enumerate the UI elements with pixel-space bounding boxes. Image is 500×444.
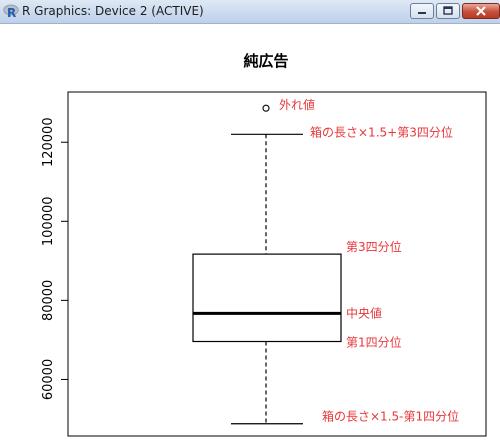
annotation-whisker-low: 箱の長さ×1.5-第1四分位 xyxy=(322,409,459,424)
annotation-q1: 第1四分位 xyxy=(346,334,402,349)
minimize-button[interactable] xyxy=(410,3,434,19)
minimize-icon xyxy=(418,12,426,14)
close-icon xyxy=(476,6,486,16)
chart-title: 純広告 xyxy=(243,52,288,70)
annotation-median: 中央値 xyxy=(346,305,382,320)
y-axis-tick-label: 60000 xyxy=(41,359,56,400)
iqr-box xyxy=(192,253,342,343)
plot-frame xyxy=(67,91,487,437)
annotation-q3: 第3四分位 xyxy=(346,239,402,254)
annotation-whisker-high: 箱の長さ×1.5+第3四分位 xyxy=(310,124,453,139)
window-title: R Graphics: Device 2 (ACTIVE) xyxy=(22,4,204,18)
boxplot-chart: 純広告 60000 80000 100000 120000 外れ値箱の長さ×1.5+第3四… xyxy=(41,52,487,437)
maximize-icon xyxy=(443,6,453,15)
svg-text:R: R xyxy=(7,6,16,19)
y-axis-tick-label: 120000 xyxy=(41,117,56,167)
annotation-outlier: 外れ値 xyxy=(279,97,315,112)
outlier-point xyxy=(262,104,270,112)
y-axis-tick-label: 100000 xyxy=(41,196,56,246)
r-logo-icon: R xyxy=(3,4,19,19)
close-button[interactable] xyxy=(462,3,500,19)
maximize-button[interactable] xyxy=(436,3,460,19)
window-titlebar[interactable]: R R Graphics: Device 2 (ACTIVE) xyxy=(0,0,500,24)
y-axis-tick-label: 80000 xyxy=(41,280,56,321)
